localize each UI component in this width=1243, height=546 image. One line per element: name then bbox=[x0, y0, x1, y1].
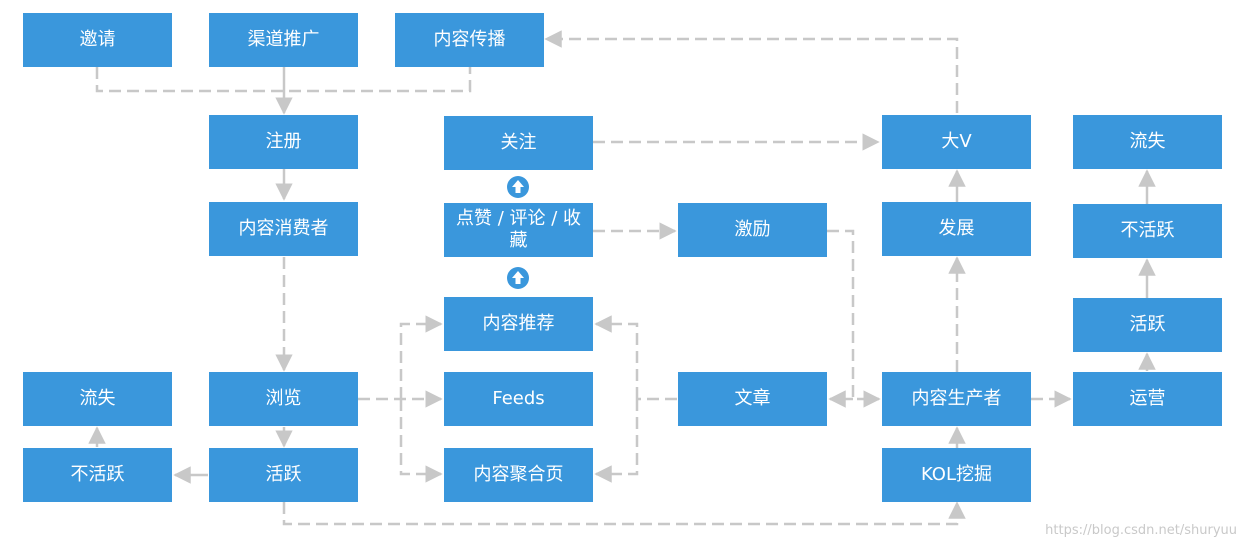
node-content-producer: 内容生产者 bbox=[882, 372, 1031, 426]
edge-incentive-to-producer bbox=[827, 229, 881, 408]
node-operation: 运营 bbox=[1073, 372, 1222, 426]
node-content-consumer: 内容消费者 bbox=[209, 202, 358, 256]
node-incentive: 激励 bbox=[678, 203, 827, 257]
node-follow: 关注 bbox=[444, 116, 593, 170]
edge-bigv-to-spread bbox=[544, 30, 959, 113]
edge-browse-to-recommend bbox=[399, 315, 443, 399]
node-invite: 邀请 bbox=[23, 13, 172, 67]
node-like-comment-collect: 点赞 / 评论 / 收藏 bbox=[444, 203, 593, 257]
node-browse: 浏览 bbox=[209, 372, 358, 426]
node-big-v: 大V bbox=[882, 115, 1031, 169]
node-register: 注册 bbox=[209, 115, 358, 169]
node-inactive-producer: 不活跃 bbox=[1073, 204, 1222, 258]
node-inactive-consumer: 不活跃 bbox=[23, 448, 172, 502]
node-feeds: Feeds bbox=[444, 372, 593, 426]
node-active-consumer: 活跃 bbox=[209, 448, 358, 502]
edge-active-to-kol bbox=[282, 501, 966, 526]
node-content-recommend: 内容推荐 bbox=[444, 297, 593, 351]
node-channel-promotion: 渠道推广 bbox=[209, 13, 358, 67]
edge-invite-bracket bbox=[95, 67, 472, 93]
node-churn-producer: 流失 bbox=[1073, 115, 1222, 169]
node-content-spread: 内容传播 bbox=[395, 13, 544, 67]
node-content-aggregate: 内容聚合页 bbox=[444, 448, 593, 502]
node-active-producer: 活跃 bbox=[1073, 298, 1222, 352]
node-kol-mining: KOL挖掘 bbox=[882, 448, 1031, 502]
edge-article-to-aggregate bbox=[594, 399, 639, 483]
node-article: 文章 bbox=[678, 372, 827, 426]
edge-browse-to-aggregate bbox=[399, 399, 443, 483]
node-churn-consumer: 流失 bbox=[23, 372, 172, 426]
up-arrow-icon bbox=[507, 176, 529, 198]
edge-article-to-recommend bbox=[594, 315, 639, 399]
watermark: https://blog.csdn.net/shuryuu bbox=[1045, 523, 1237, 538]
node-develop: 发展 bbox=[882, 202, 1031, 256]
up-arrow-icon bbox=[507, 267, 529, 289]
